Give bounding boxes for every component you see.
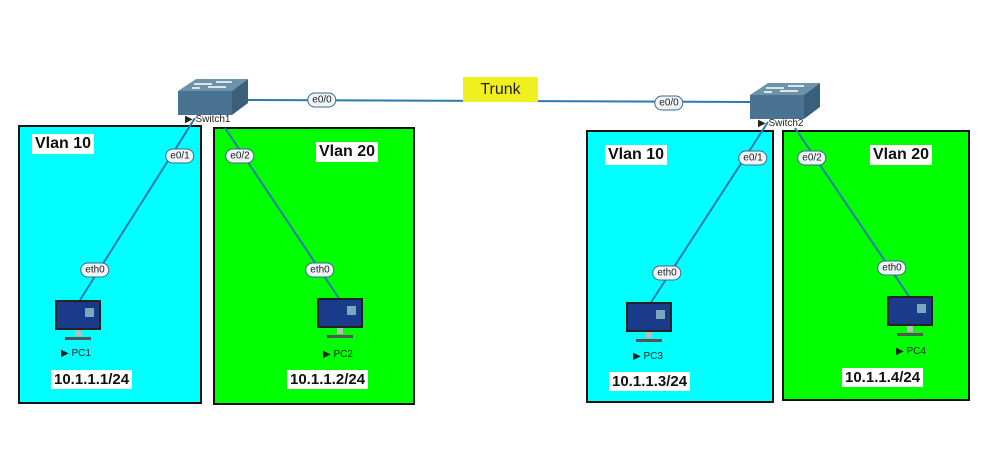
port-switch2-e0-0: e0/0 <box>654 95 684 111</box>
pc1-label: PC1 <box>71 348 91 359</box>
pc1-ip: 10.1.1.1/24 <box>51 370 133 389</box>
play-icon: ▶ <box>323 349 334 360</box>
pc3-label: PC3 <box>643 351 663 362</box>
pc2-ip: 10.1.1.2/24 <box>287 370 369 389</box>
switch2-label: Switch2 <box>768 118 804 129</box>
port-switch1-e0-0: e0/0 <box>307 92 337 108</box>
port-switch1-e0-1: e0/1 <box>165 148 195 164</box>
pc3-ip: 10.1.1.3/24 <box>609 372 691 391</box>
pc1-icon[interactable] <box>55 300 101 342</box>
pc3-icon[interactable] <box>626 302 672 344</box>
play-icon: ▶ <box>633 351 644 362</box>
port-pc3-eth0: eth0 <box>652 265 682 281</box>
switch1-label: Switch1 <box>195 114 231 125</box>
play-icon: ▶ <box>185 114 196 125</box>
pc4-ip: 10.1.1.4/24 <box>842 368 924 387</box>
vlan10-zone-switch2 <box>586 130 774 403</box>
play-icon: ▶ <box>61 348 72 359</box>
vlan10-label: Vlan 10 <box>32 134 95 154</box>
pc2-icon[interactable] <box>317 298 363 340</box>
vlan10-zone-switch1 <box>18 125 202 404</box>
port-pc1-eth0: eth0 <box>80 262 110 278</box>
port-pc4-eth0: eth0 <box>877 260 907 276</box>
port-switch2-e0-2: e0/2 <box>797 150 827 166</box>
port-switch2-e0-1: e0/1 <box>738 150 768 166</box>
pc4-icon[interactable] <box>887 296 933 338</box>
port-switch1-e0-2: e0/2 <box>225 148 255 164</box>
pc4-label: PC4 <box>906 346 926 357</box>
play-icon: ▶ <box>896 346 907 357</box>
vlan10-label: Vlan 10 <box>605 145 668 165</box>
pc2-label: PC2 <box>333 349 353 360</box>
vlan20-zone-switch2 <box>782 130 970 401</box>
switch1-icon[interactable] <box>178 77 248 117</box>
vlan20-label: Vlan 20 <box>316 142 379 162</box>
switch2-icon[interactable] <box>750 81 820 121</box>
vlan20-label: Vlan 20 <box>870 145 933 165</box>
trunk-label: Trunk <box>463 77 538 102</box>
play-icon: ▶ <box>758 118 769 129</box>
port-pc2-eth0: eth0 <box>305 262 335 278</box>
